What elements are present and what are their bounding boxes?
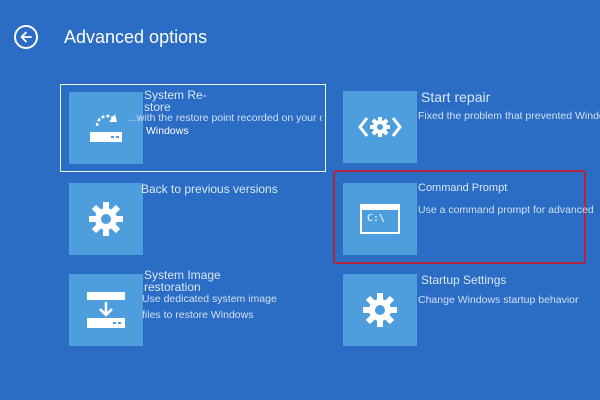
startup-settings-tile (343, 274, 417, 346)
command-prompt-highlight (333, 170, 586, 264)
back-button[interactable] (14, 25, 38, 49)
image-restore-icon (87, 292, 125, 328)
command-prompt-title: Command Prompt (418, 182, 508, 194)
gear-icon (89, 202, 123, 236)
restore-icon (90, 114, 122, 142)
start-repair-title: Start repair (421, 89, 491, 105)
arrow-left-icon (20, 31, 32, 43)
system-image-title-line2: restoration (144, 280, 201, 294)
startup-settings-desc: Change Windows startup behavior (418, 294, 579, 306)
command-prompt-desc: Use a command prompt for advanced (418, 204, 594, 216)
page-title: Advanced options (64, 27, 208, 47)
code-brackets-icon (358, 117, 402, 137)
command-prompt-tile: C:\ (343, 183, 417, 255)
option-system-restore[interactable] (60, 84, 326, 172)
system-restore-title-line2: store (144, 100, 171, 114)
system-image-title-line1: System Image (144, 268, 221, 282)
gear-icon (363, 293, 397, 327)
command-prompt-icon-text: C:\ (367, 213, 386, 224)
system-image-desc-line1: Use dedicated system image (142, 293, 277, 305)
system-restore-title-line1: System Re- (144, 88, 207, 102)
command-prompt-icon: C:\ (360, 204, 400, 234)
start-repair-tile (343, 91, 417, 163)
system-restore-desc-line2: Windows (146, 125, 189, 137)
startup-settings-title: Startup Settings (421, 273, 507, 287)
back-to-previous-tile (69, 183, 143, 255)
system-image-desc-line2: files to restore Windows (142, 309, 254, 321)
system-restore-desc-line1: ...with the restore point recorded on yo… (128, 112, 322, 124)
start-repair-desc: Fixed the problem that prevented Windows (418, 110, 600, 122)
system-image-tile (69, 274, 143, 346)
back-to-previous-title: Back to previous versions (141, 182, 278, 196)
system-restore-tile (69, 92, 143, 164)
